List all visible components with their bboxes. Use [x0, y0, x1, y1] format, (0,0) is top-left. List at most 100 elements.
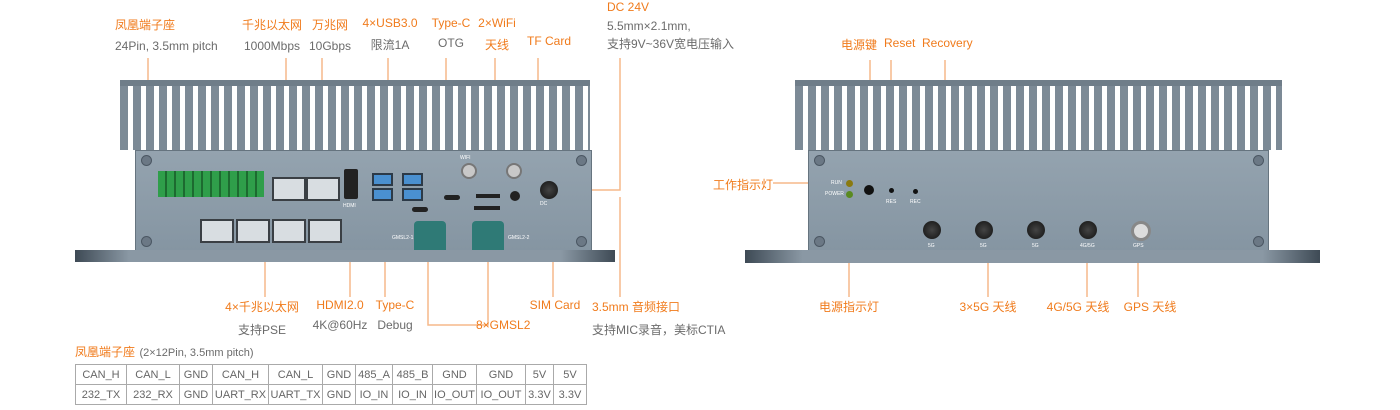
audio-jack[interactable] [510, 191, 520, 201]
pin-cell: 3.3V [553, 384, 587, 405]
label-title: 千兆以太网 [241, 18, 303, 32]
10gbe-port[interactable] [306, 177, 340, 201]
label-sub: 限流1A [370, 38, 410, 52]
label-reset: Reset [884, 36, 916, 50]
hdmi-port[interactable] [344, 169, 358, 199]
label-title: Type-C [375, 298, 415, 312]
sim-card-slot[interactable] [474, 206, 500, 210]
label-poe: 4×千兆以太网支持PSE [225, 298, 299, 338]
usb-port[interactable] [402, 173, 423, 186]
pin-cell: 232_RX [126, 384, 180, 405]
screw-icon [814, 236, 825, 247]
gmsl2-mark: GMSL2-2 [508, 235, 530, 241]
label-5g-antenna: 3×5G 天线 [959, 300, 1017, 314]
res-mark: RES [886, 199, 897, 205]
5g-antenna-connector [923, 221, 941, 239]
label-gbe: 千兆以太网 1000Mbps [242, 16, 302, 53]
screw-icon [141, 236, 152, 247]
label-usb: 4×USB3.0 限流1A [362, 16, 417, 53]
left-heatsink-fins [120, 80, 590, 150]
4g5g-antenna-connector [1079, 221, 1097, 239]
dc-power-jack[interactable] [540, 181, 558, 199]
pin-table-caption: 凤凰端子座 (2×12Pin, 3.5mm pitch) [75, 343, 254, 361]
pin-cell: UART_RX [212, 384, 269, 405]
screw-icon [576, 236, 587, 247]
label-tf-card: TF Card [526, 34, 572, 48]
label-sub: 支持PSE [237, 323, 286, 337]
5g-mark: 5G [928, 243, 935, 249]
tf-card-slot[interactable] [476, 194, 500, 198]
label-title: 凤凰端子座 [115, 18, 176, 32]
label-sub: 5.5mm×2.1mm, [607, 19, 691, 33]
hdmi-mark: HDMI [343, 203, 356, 209]
label-power-key: 电源键 [841, 38, 878, 52]
pin-cell: GND [179, 364, 213, 385]
pin-cell: IO_IN [355, 384, 393, 405]
pin-cell: GND [322, 364, 356, 385]
run-led [846, 180, 853, 187]
pin-cell: CAN_L [126, 364, 180, 385]
recovery-button[interactable] [913, 189, 918, 194]
pin-cell: CAN_H [75, 364, 127, 385]
screw-icon [1253, 155, 1264, 166]
gbe-port[interactable] [272, 177, 306, 201]
5g-antenna-connector [1027, 221, 1045, 239]
screw-icon [814, 155, 825, 166]
label-sub: Debug [377, 318, 413, 332]
label-title: 4×千兆以太网 [225, 300, 299, 314]
label-dc: DC 24V 5.5mm×2.1mm, 支持9V~36V宽电压输入 [607, 0, 734, 52]
5g-antenna-connector [975, 221, 993, 239]
power-button[interactable] [864, 185, 874, 195]
label-audio: 3.5mm 音频接口支持MIC录音，美标CTIA [592, 298, 725, 338]
pin-cell: 485_A [355, 364, 393, 385]
poe-port[interactable] [236, 219, 270, 243]
gmsl1-mark: GMSL2-1 [392, 235, 414, 241]
label-sim: SIM Card [529, 298, 581, 312]
power-mark: POWER [825, 191, 844, 197]
label-sub: 10Gbps [308, 39, 352, 53]
pin-table-title: 凤凰端子座 [75, 345, 136, 359]
poe-port[interactable] [200, 219, 234, 243]
usb-port[interactable] [402, 188, 423, 201]
label-gmsl: 8×GMSL2 [476, 318, 531, 332]
label-title: HDMI2.0 [316, 298, 364, 312]
label-sub: 天线 [484, 38, 510, 52]
usb-port[interactable] [372, 188, 393, 201]
pin-cell: 485_B [392, 364, 433, 385]
screw-icon [1253, 236, 1264, 247]
usb-port[interactable] [372, 173, 393, 186]
pin-table-subtitle: (2×12Pin, 3.5mm pitch) [139, 347, 254, 359]
label-run-led: 工作指示灯 [713, 178, 774, 192]
right-base-plate [745, 250, 1320, 263]
right-rear-panel: RUN POWER RES REC 5G 5G 5G 4G/5G GPS [808, 150, 1269, 252]
pin-cell: GND [432, 364, 477, 385]
label-title: DC 24V [607, 0, 650, 14]
label-4g5g-antenna: 4G/5G 天线 [1046, 300, 1110, 314]
pin-cell: GND [179, 384, 213, 405]
typec-otg-port[interactable] [444, 195, 460, 200]
label-sub: 支持9V~36V宽电压输入 [607, 37, 735, 51]
pin-cell: IO_OUT [476, 384, 526, 405]
typec-debug-port[interactable] [412, 207, 428, 212]
poe-port[interactable] [272, 219, 306, 243]
pin-cell: GND [322, 384, 356, 405]
pin-cell: IO_IN [392, 384, 433, 405]
label-sub: 4K@60Hz [312, 318, 368, 332]
pin-cell: 5V [525, 364, 554, 385]
poe-port[interactable] [308, 219, 342, 243]
label-title: 4×USB3.0 [362, 16, 418, 30]
gmsl2-connector-1[interactable] [414, 221, 446, 255]
pin-cell: GND [476, 364, 526, 385]
left-front-panel: GMSL2-1 GMSL2-2 HDMI DC WIFI [135, 150, 592, 255]
label-sub: 1000Mbps [243, 39, 301, 53]
gmsl2-connector-2[interactable] [472, 221, 504, 255]
label-hdmi: HDMI2.0 4K@60Hz [313, 298, 368, 332]
reset-button[interactable] [889, 188, 894, 193]
label-title: Type-C [431, 16, 471, 30]
4g5g-mark: 4G/5G [1080, 243, 1095, 249]
